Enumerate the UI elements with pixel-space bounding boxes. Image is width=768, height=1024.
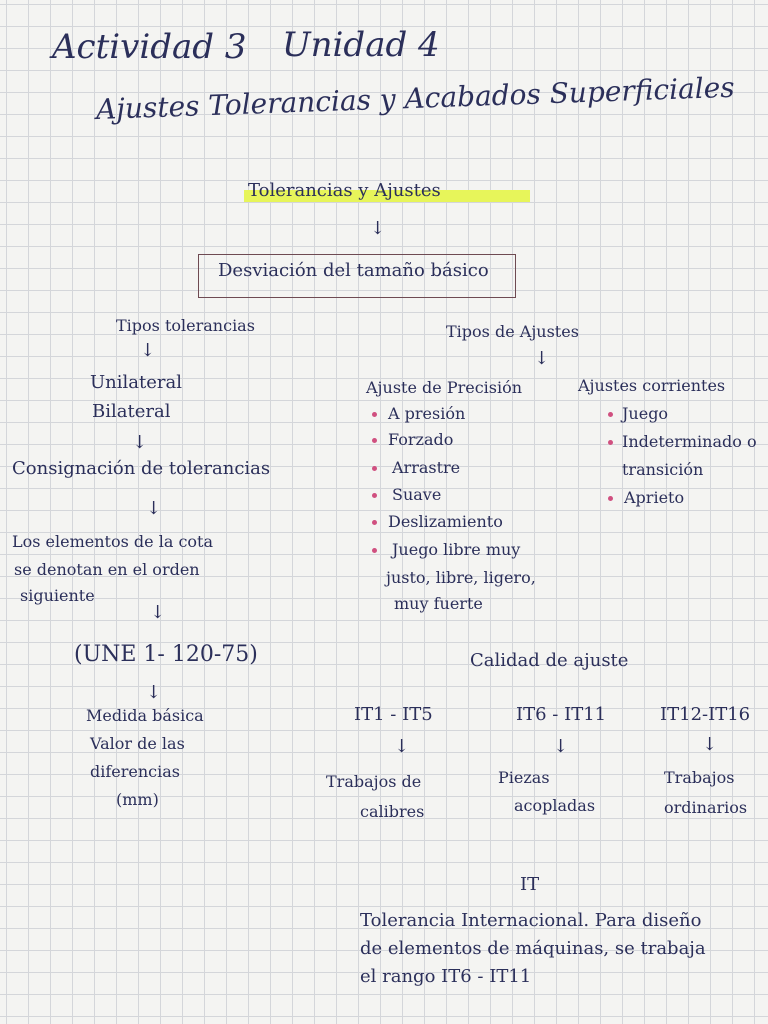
common-item: transición bbox=[622, 460, 704, 479]
it-definition-line: el rango IT6 - IT11 bbox=[360, 966, 532, 987]
quality-desc: calibres bbox=[360, 802, 425, 821]
common-item: Indeterminado o bbox=[622, 432, 757, 451]
common-item: Juego bbox=[622, 404, 669, 423]
arrow-down-icon: ↓ bbox=[146, 498, 162, 519]
tolerance-type: Unilateral bbox=[90, 372, 182, 393]
precision-item: Juego libre muy bbox=[392, 540, 521, 559]
precision-item: Arrastre bbox=[392, 458, 461, 477]
precision-item: justo, libre, ligero, bbox=[386, 568, 536, 587]
activity-title: Actividad 3 bbox=[52, 27, 247, 67]
quality-desc: ordinarios bbox=[664, 798, 748, 817]
definition-box bbox=[198, 254, 516, 298]
bullet-icon bbox=[608, 440, 613, 445]
consignacion-heading: Consignación de tolerancias bbox=[12, 458, 271, 479]
medida-line: diferencias bbox=[90, 762, 180, 781]
arrow-down-icon: ↓ bbox=[370, 218, 386, 239]
quality-desc: Piezas bbox=[498, 768, 550, 787]
unit-title: Unidad 4 bbox=[282, 25, 440, 65]
fit-types-heading: Tipos de Ajustes bbox=[446, 322, 579, 341]
arrow-down-icon: ↓ bbox=[150, 602, 166, 623]
arrow-down-icon: ↓ bbox=[702, 734, 718, 755]
precision-item: Forzado bbox=[388, 430, 454, 449]
quality-heading: Calidad de ajuste bbox=[470, 650, 629, 671]
norm-reference: (UNE 1- 120-75) bbox=[74, 642, 258, 667]
it-definition-line: de elementos de máquinas, se trabaja bbox=[360, 938, 706, 959]
precision-fit-title: Ajuste de Precisión bbox=[366, 378, 523, 397]
quality-range: IT1 - IT5 bbox=[354, 704, 433, 725]
precision-item: A presión bbox=[388, 404, 466, 423]
common-fit-title: Ajustes corrientes bbox=[578, 376, 726, 395]
page-subtitle: Ajustes Tolerancias y Acabados Superfici… bbox=[95, 70, 736, 126]
order-line: Los elementos de la cota bbox=[12, 532, 214, 551]
arrow-down-icon: ↓ bbox=[140, 340, 156, 361]
arrow-down-icon: ↓ bbox=[394, 736, 410, 757]
order-line: siguiente bbox=[20, 586, 95, 605]
it-label: IT bbox=[520, 874, 540, 895]
bullet-icon bbox=[372, 412, 377, 417]
bullet-icon bbox=[372, 548, 377, 553]
precision-item: Suave bbox=[392, 485, 442, 504]
medida-line: Valor de las bbox=[90, 734, 185, 753]
tolerance-type: Bilateral bbox=[92, 401, 171, 422]
arrow-down-icon: ↓ bbox=[553, 736, 569, 757]
bullet-icon bbox=[372, 493, 377, 498]
arrow-down-icon: ↓ bbox=[146, 682, 162, 703]
bullet-icon bbox=[608, 412, 613, 417]
definition-text: Desviación del tamaño básico bbox=[218, 260, 489, 281]
precision-item: muy fuerte bbox=[394, 594, 483, 613]
quality-range: IT12-IT16 bbox=[660, 704, 751, 725]
quality-desc: acopladas bbox=[514, 796, 596, 815]
root-highlight bbox=[244, 190, 530, 202]
root-heading: Tolerancias y Ajustes bbox=[248, 180, 441, 201]
quality-range: IT6 - IT11 bbox=[516, 704, 607, 725]
common-item: Aprieto bbox=[624, 488, 685, 507]
medida-line: (mm) bbox=[116, 790, 159, 809]
quality-desc: Trabajos de bbox=[326, 772, 422, 791]
medida-line: Medida básica bbox=[86, 706, 204, 725]
bullet-icon bbox=[372, 520, 377, 525]
bullet-icon bbox=[372, 438, 377, 443]
arrow-down-icon: ↓ bbox=[132, 432, 148, 453]
bullet-icon bbox=[372, 466, 377, 471]
bullet-icon bbox=[608, 496, 613, 501]
order-line: se denotan en el orden bbox=[14, 560, 200, 579]
precision-item: Deslizamiento bbox=[388, 512, 503, 531]
arrow-down-icon: ↓ bbox=[534, 348, 550, 369]
quality-desc: Trabajos bbox=[664, 768, 735, 787]
it-definition-line: Tolerancia Internacional. Para diseño bbox=[360, 910, 702, 931]
tolerance-types-heading: Tipos tolerancias bbox=[116, 316, 255, 335]
